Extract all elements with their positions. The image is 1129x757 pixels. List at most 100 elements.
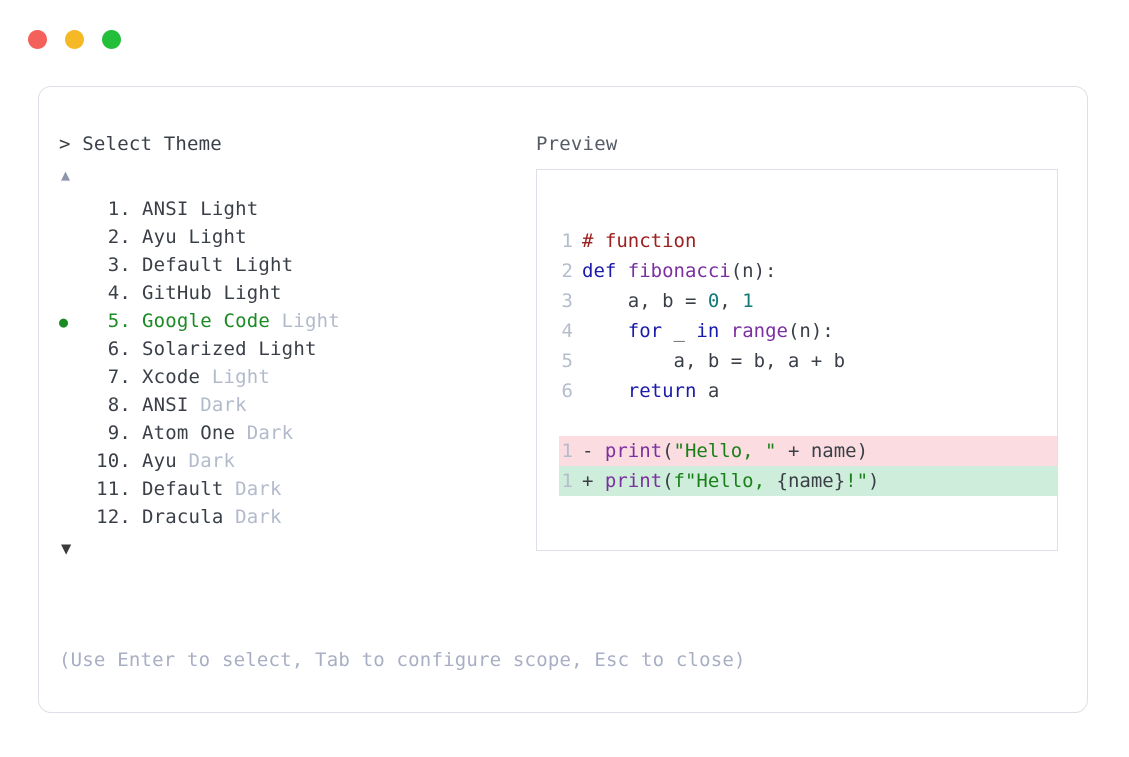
code-token: range (730, 320, 788, 342)
theme-item-name: Atom One (142, 422, 236, 444)
theme-selector-column: > Select Theme ▲ 1.ANSI Light 2.Ayu Ligh… (59, 131, 519, 559)
bullet-spacer (59, 420, 85, 448)
code-token: + name) (776, 440, 869, 462)
code-token: in (696, 320, 720, 342)
code-token (582, 380, 628, 402)
theme-item-number: 6. (107, 338, 131, 360)
theme-list-item[interactable]: 6. Solarized Light (59, 335, 519, 363)
diff-marker: + (582, 470, 605, 492)
theme-item-number: 11. (96, 478, 131, 500)
theme-item-variant: Light (270, 310, 340, 332)
bullet-spacer (59, 392, 85, 420)
code-token: (n): (787, 320, 834, 342)
bullet-spacer (59, 224, 85, 252)
theme-item-number: 2. (107, 226, 131, 248)
code-line: 4 for _ in range(n): (559, 316, 1057, 346)
theme-list-item[interactable]: 1.ANSI Light (59, 195, 519, 223)
code-token: ( (662, 470, 674, 492)
bullet-spacer (59, 252, 85, 280)
line-number: 3 (561, 290, 573, 312)
code-token (719, 320, 730, 342)
theme-item-variant: Light (176, 226, 247, 248)
theme-item-number: 1. (107, 198, 131, 220)
code-token: # function (582, 230, 697, 252)
theme-item-name: ANSI (142, 394, 189, 416)
code-token: !" (845, 470, 869, 492)
theme-list-item[interactable]: 3.Default Light (59, 251, 519, 279)
theme-list-item[interactable]: 12. Dracula Dark (59, 503, 519, 531)
code-token: a, b = (582, 290, 708, 312)
maximize-window-button[interactable] (102, 30, 121, 49)
close-window-button[interactable] (28, 30, 47, 49)
theme-item-variant: Light (188, 198, 259, 220)
line-number: 1 (561, 440, 573, 462)
theme-list-item[interactable]: 2.Ayu Light (59, 223, 519, 251)
theme-item-name: Solarized (142, 338, 247, 360)
code-token: {name} (776, 470, 846, 492)
theme-list-item[interactable]: 11.Default Dark (59, 475, 519, 503)
theme-item-name: Xcode (142, 366, 201, 388)
code-token: , (719, 290, 743, 312)
scroll-up-icon[interactable]: ▲ (61, 166, 71, 184)
theme-list-item[interactable]: ●5.Google Code Light (59, 307, 519, 335)
bullet-spacer (59, 336, 85, 364)
theme-item-number: 8. (107, 394, 131, 416)
theme-item-variant: Dark (223, 506, 282, 528)
diff-marker: - (582, 440, 605, 462)
theme-list[interactable]: 1.ANSI Light 2.Ayu Light 3.Default Light… (59, 195, 519, 531)
theme-item-variant: Dark (223, 478, 282, 500)
code-token: (n): (730, 260, 777, 282)
code-token: def (582, 260, 628, 282)
theme-item-name: Dracula (142, 506, 224, 528)
keyboard-hint: (Use Enter to select, Tab to configure s… (59, 649, 746, 671)
theme-list-item[interactable]: 7.Xcode Light (59, 363, 519, 391)
minimize-window-button[interactable] (65, 30, 84, 49)
code-token: ( (662, 440, 674, 462)
theme-item-variant: Dark (188, 394, 247, 416)
line-number: 6 (561, 380, 573, 402)
code-line: 5 a, b = b, a + b (559, 346, 1057, 376)
line-number: 5 (561, 350, 573, 372)
theme-item-name: GitHub (142, 282, 212, 304)
theme-item-name: Ayu (142, 450, 177, 472)
bullet-spacer (59, 196, 85, 224)
bullet-spacer (59, 504, 85, 532)
code-token: a (696, 380, 720, 402)
theme-list-item[interactable]: 4.GitHub Light (59, 279, 519, 307)
code-token: for (627, 320, 663, 342)
theme-list-item[interactable]: 9. Atom One Dark (59, 419, 519, 447)
preview-title: Preview (536, 133, 618, 155)
window-traffic-lights (28, 30, 121, 49)
theme-item-number: 4. (107, 282, 131, 304)
line-number: 4 (561, 320, 573, 342)
theme-list-item[interactable]: 8. ANSI Dark (59, 391, 519, 419)
card-columns: > Select Theme ▲ 1.ANSI Light 2.Ayu Ligh… (39, 87, 1087, 712)
line-number: 2 (561, 260, 573, 282)
code-token: print (604, 440, 663, 462)
theme-item-variant: Light (200, 366, 271, 388)
theme-item-name: Default (142, 254, 224, 276)
code-token: a, b = b, a + b (582, 350, 846, 372)
code-line: 6 return a (559, 376, 1057, 406)
code-token: 0 (707, 290, 720, 312)
bullet-spacer (59, 364, 85, 392)
code-token: 1 (742, 290, 754, 312)
theme-item-number: 9. (107, 422, 131, 444)
diff-block: 1- print("Hello, " + name)1+ print(f"Hel… (559, 436, 1057, 496)
theme-list-item[interactable]: 10.Ayu Dark (59, 447, 519, 475)
code-token: f"Hello, (673, 470, 777, 492)
theme-item-number: 12. (96, 506, 131, 528)
code-token: fibonacci (627, 260, 731, 282)
code-token: _ (662, 320, 697, 342)
theme-item-variant: Dark (235, 422, 294, 444)
scroll-down-icon[interactable]: ▼ (61, 539, 72, 559)
theme-item-name: Google Code (142, 310, 271, 332)
theme-item-variant: Light (223, 254, 294, 276)
theme-picker-card: > Select Theme ▲ 1.ANSI Light 2.Ayu Ligh… (38, 86, 1088, 713)
diff-line: 1- print("Hello, " + name) (559, 436, 1057, 466)
diff-line: 1+ print(f"Hello, {name}!") (559, 466, 1057, 496)
theme-item-variant: Light (246, 338, 317, 360)
